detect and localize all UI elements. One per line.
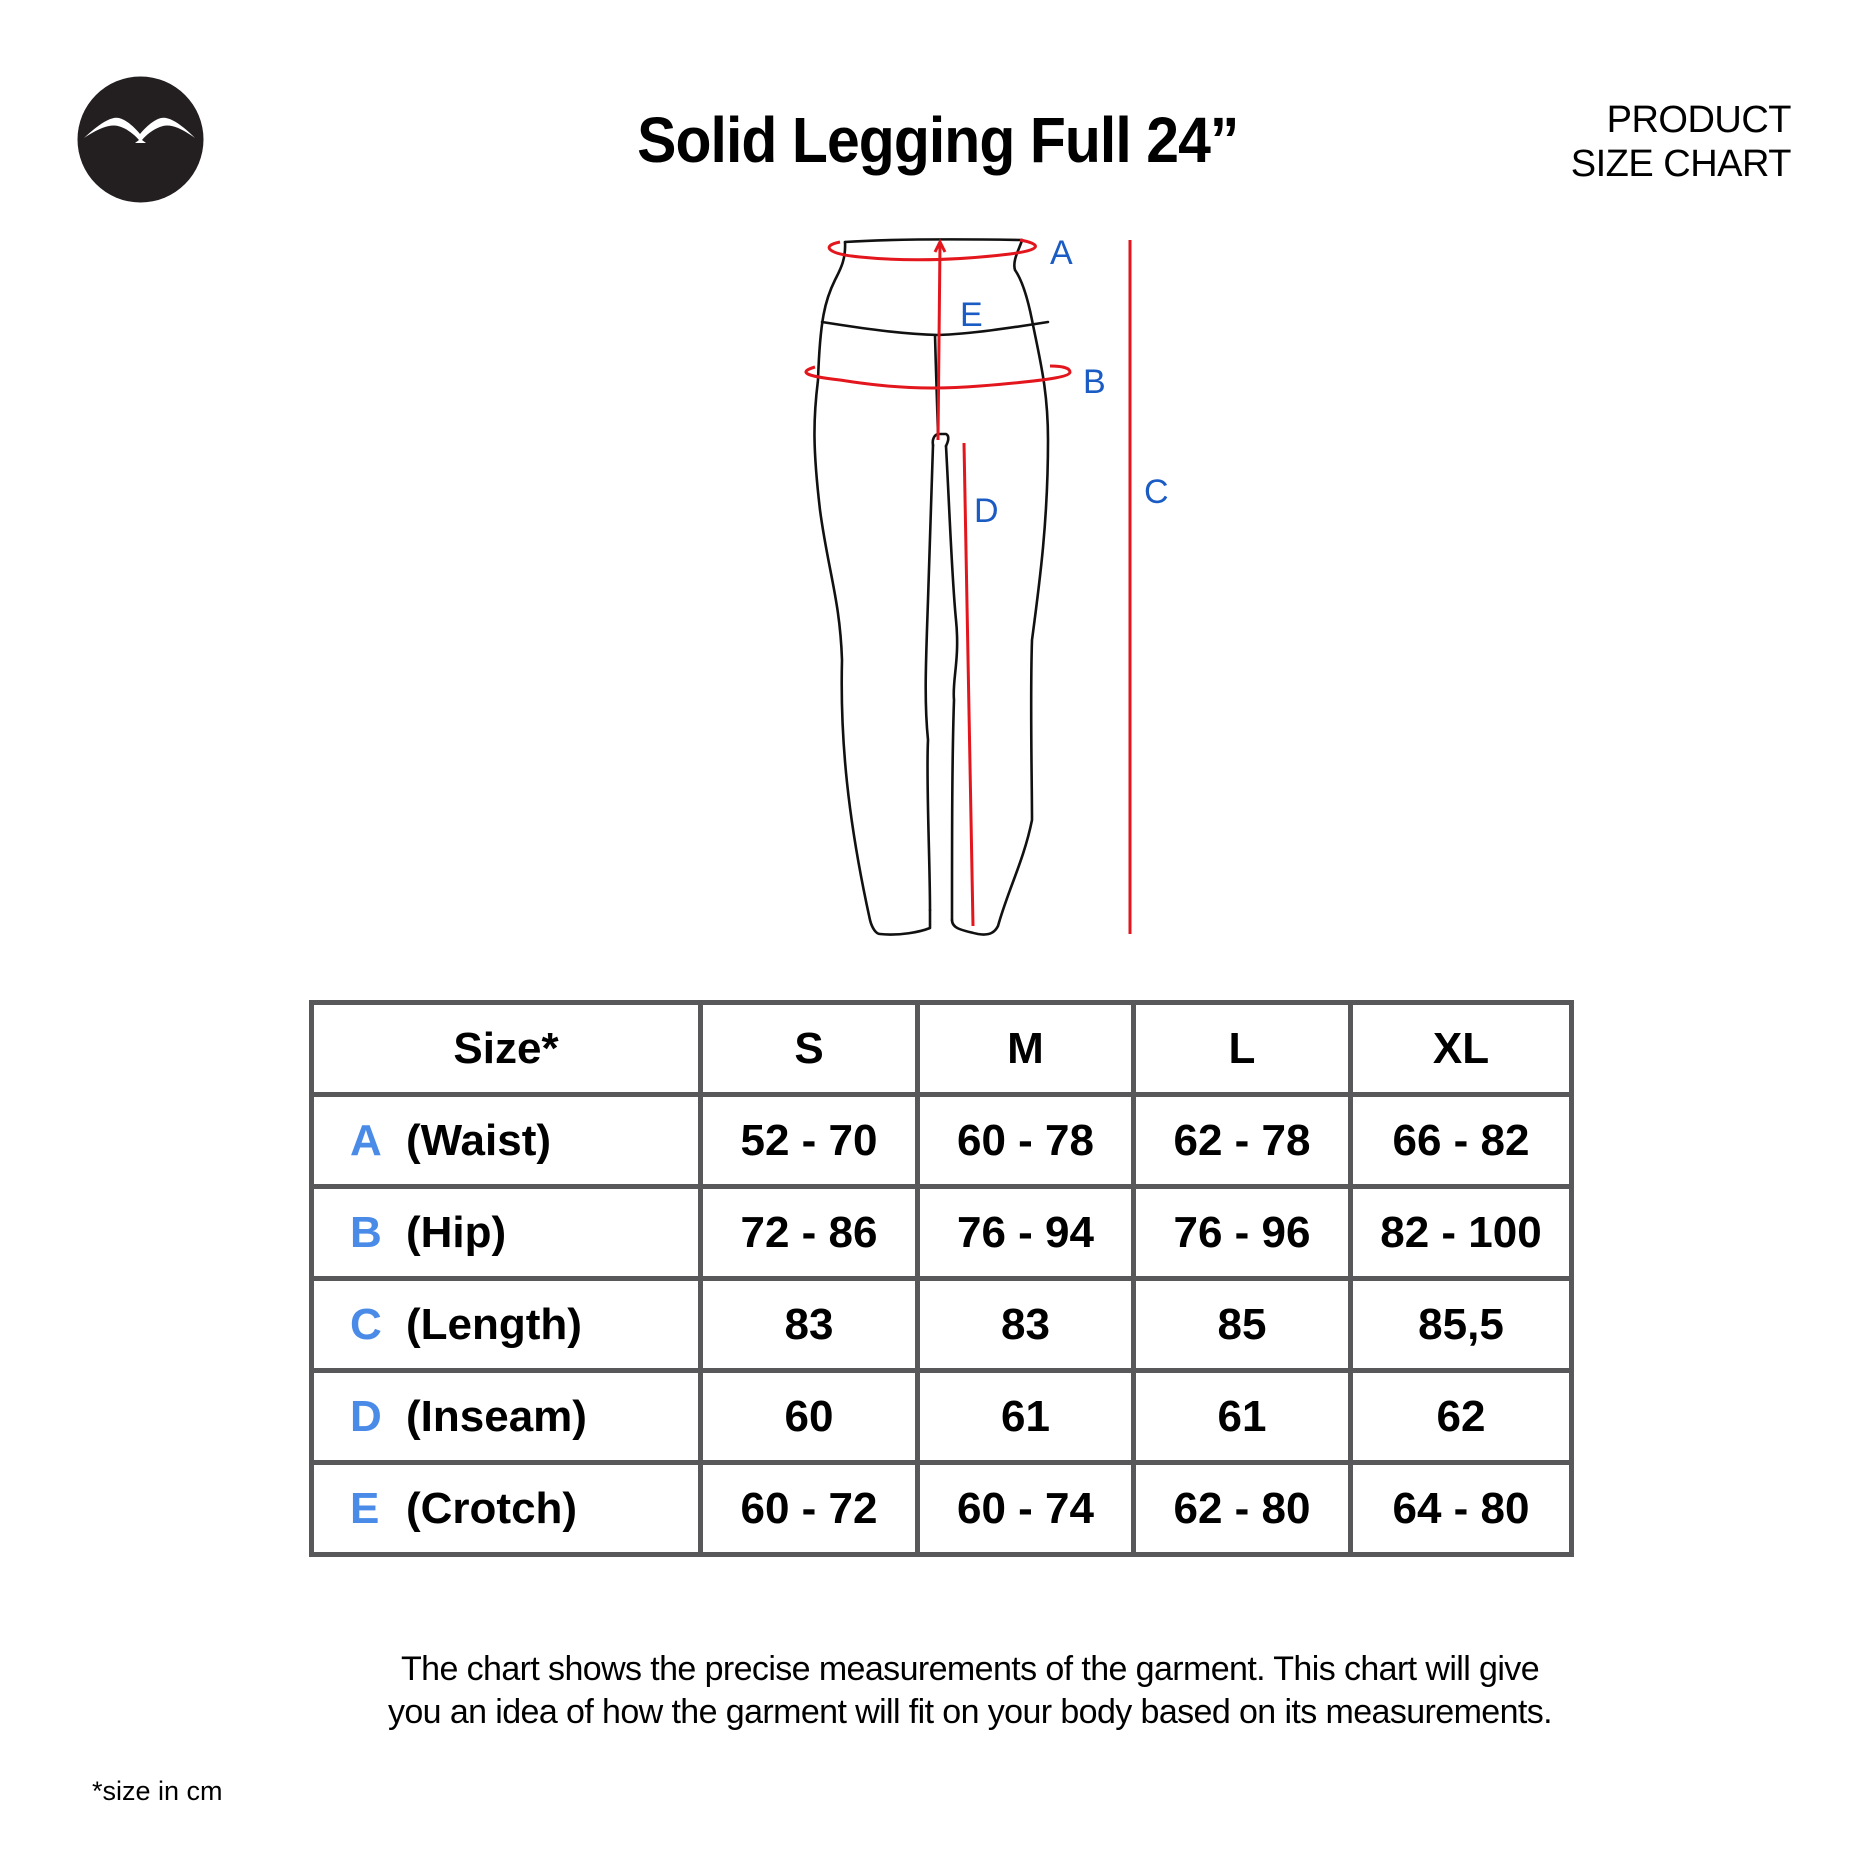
inseam-measure-line [962, 442, 975, 927]
cell: 62 [1348, 1368, 1574, 1465]
header-xl: XL [1348, 1000, 1574, 1097]
cell: 82 - 100 [1348, 1184, 1574, 1281]
row-name: (Length) [406, 1299, 582, 1349]
row-letter: A [350, 1115, 382, 1165]
size-chart-table: Size* S M L XL A (Waist) 52 - 70 60 - 78 … [309, 1000, 1574, 1557]
header-s: S [698, 1000, 920, 1097]
corner-line-1: PRODUCT [1606, 99, 1792, 141]
cell: 61 [1131, 1368, 1353, 1465]
cell: 60 - 78 [915, 1092, 1136, 1189]
cell: 83 [915, 1276, 1136, 1373]
row-label: C (Length) [309, 1276, 703, 1373]
cell: 85 [1131, 1276, 1353, 1373]
cell: 60 - 72 [698, 1460, 920, 1557]
header-m: M [915, 1000, 1136, 1097]
unit-note: *size in cm [92, 1776, 223, 1806]
cell: 83 [698, 1276, 920, 1373]
legging-outline-icon [813, 238, 1050, 936]
cell: 76 - 94 [915, 1184, 1136, 1281]
cell: 60 - 74 [915, 1460, 1136, 1557]
label-b: B [1083, 363, 1106, 401]
cell: 72 - 86 [698, 1184, 920, 1281]
row-label: A (Waist) [309, 1092, 703, 1189]
row-letter: C [350, 1299, 382, 1349]
cell: 76 - 96 [1131, 1184, 1353, 1281]
measurement-lines [804, 238, 1132, 934]
cell: 61 [915, 1368, 1136, 1465]
cell: 62 - 80 [1131, 1460, 1353, 1557]
header-size: Size* [309, 1000, 703, 1097]
cell: 62 - 78 [1131, 1092, 1353, 1189]
cell: 60 [698, 1368, 920, 1465]
cell: 85,5 [1348, 1276, 1574, 1373]
row-letter: D [350, 1391, 382, 1441]
brand-logo-icon [77, 76, 204, 203]
table-header-row: Size* S M L XL [309, 1000, 1574, 1097]
crotch-measure-line [936, 243, 942, 441]
header-l: L [1131, 1000, 1353, 1097]
product-size-chart-heading: PRODUCT SIZE CHART [1570, 98, 1792, 186]
row-name: (Inseam) [406, 1391, 587, 1441]
row-label: B (Hip) [309, 1184, 703, 1281]
label-a: A [1050, 234, 1073, 272]
table-row: D (Inseam) 60 61 61 62 [309, 1368, 1574, 1465]
row-name: (Waist) [406, 1115, 552, 1165]
label-d: D [974, 492, 999, 530]
table-row: C (Length) 83 83 85 85,5 [309, 1276, 1574, 1373]
legging-measurement-diagram: A E B C D [804, 234, 1169, 936]
cell: 52 - 70 [698, 1092, 920, 1189]
hip-measure-line [804, 364, 1072, 390]
row-letter: B [350, 1207, 382, 1257]
table-row: A (Waist) 52 - 70 60 - 78 62 - 78 66 - 82 [309, 1092, 1574, 1189]
table-row: E (Crotch) 60 - 72 60 - 74 62 - 80 64 - 8… [309, 1460, 1574, 1557]
page-title: Solid Legging Full 24” [636, 104, 1239, 176]
measurement-note: The chart shows the precise measurements… [387, 1650, 1553, 1731]
row-label: D (Inseam) [309, 1368, 703, 1465]
row-letter: E [350, 1483, 380, 1533]
row-name: (Crotch) [406, 1483, 578, 1533]
label-c: C [1144, 473, 1169, 511]
label-e: E [960, 296, 983, 334]
waist-measure-line [827, 238, 1037, 262]
cell: 64 - 80 [1348, 1460, 1574, 1557]
cell: 66 - 82 [1348, 1092, 1574, 1189]
table-row: B (Hip) 72 - 86 76 - 94 76 - 96 82 - 100 [309, 1184, 1574, 1281]
row-name: (Hip) [406, 1207, 507, 1257]
row-label: E (Crotch) [309, 1460, 703, 1557]
corner-line-2: SIZE CHART [1570, 143, 1792, 185]
